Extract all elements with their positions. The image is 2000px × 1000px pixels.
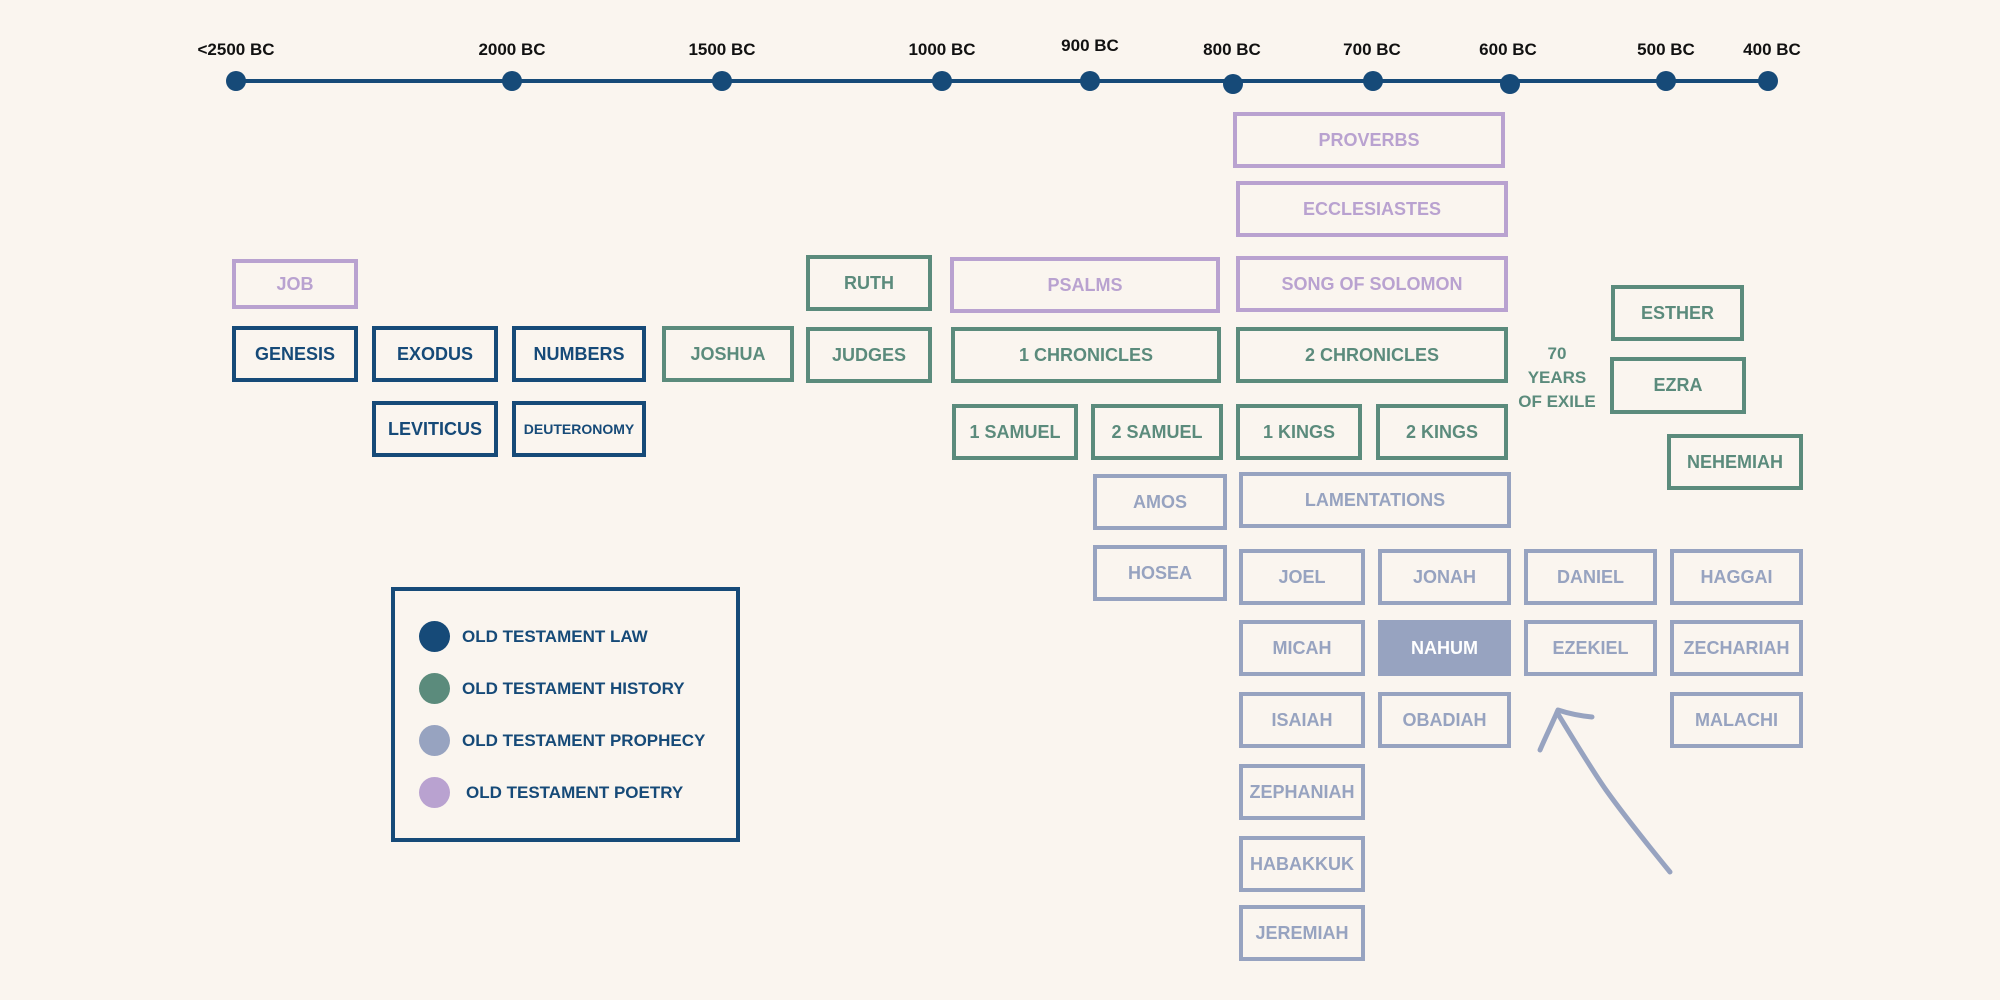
book-1-kings: 1 KINGS bbox=[1236, 404, 1362, 460]
book-deuteronomy: DEUTERONOMY bbox=[512, 401, 646, 457]
legend-history-dot bbox=[419, 673, 450, 704]
book-zechariah: ZECHARIAH bbox=[1670, 620, 1803, 676]
exile-note-line-2: YEARS bbox=[1527, 368, 1587, 387]
book-1-samuel: 1 SAMUEL bbox=[952, 404, 1078, 460]
book-psalms: PSALMS bbox=[950, 257, 1220, 313]
book-habakkuk: HABAKKUK bbox=[1239, 836, 1365, 892]
book-leviticus: LEVITICUS bbox=[372, 401, 498, 457]
book-daniel: DANIEL bbox=[1524, 549, 1657, 605]
exile-note-line-1: 70 bbox=[1547, 344, 1567, 363]
timeline-label-1500bc: 1500 BC bbox=[688, 40, 756, 59]
timeline-dot-2000bc bbox=[502, 71, 522, 91]
legend-law-dot bbox=[419, 621, 450, 652]
book-2-chronicles: 2 CHRONICLES bbox=[1236, 327, 1508, 383]
timeline-label-1000bc: 1000 BC bbox=[908, 40, 976, 59]
timeline-label-600bc: 600 BC bbox=[1479, 40, 1537, 59]
legend-law-label: OLD TESTAMENT LAW bbox=[462, 626, 648, 646]
legend-item-law: OLD TESTAMENT LAW bbox=[419, 621, 648, 652]
exile-note-line-3: OF EXILE bbox=[1518, 392, 1596, 411]
book-lamentations: LAMENTATIONS bbox=[1239, 472, 1511, 528]
timeline-dot-1500bc bbox=[712, 71, 732, 91]
book-proverbs: PROVERBS bbox=[1233, 112, 1505, 168]
book-genesis: GENESIS bbox=[232, 326, 358, 382]
book-jonah: JONAH bbox=[1378, 549, 1511, 605]
book-hosea: HOSEA bbox=[1093, 545, 1227, 601]
book-malachi: MALACHI bbox=[1670, 692, 1803, 748]
timeline-dot-500bc bbox=[1656, 71, 1676, 91]
book-isaiah: ISAIAH bbox=[1239, 692, 1365, 748]
legend-item-prophecy: OLD TESTAMENT PROPHECY bbox=[419, 725, 705, 756]
legend-item-history: OLD TESTAMENT HISTORY bbox=[419, 673, 685, 704]
book-joshua: JOSHUA bbox=[662, 326, 794, 382]
timeline-dot-400bc bbox=[1758, 71, 1778, 91]
timeline-dot-900bc bbox=[1080, 71, 1100, 91]
book-ezekiel: EZEKIEL bbox=[1524, 620, 1657, 676]
timeline-label-500bc: 500 BC bbox=[1637, 40, 1695, 59]
timeline-label-800bc: 800 BC bbox=[1203, 40, 1261, 59]
book-nehemiah: NEHEMIAH bbox=[1667, 434, 1803, 490]
book-obadiah: OBADIAH bbox=[1378, 692, 1511, 748]
book-numbers: NUMBERS bbox=[512, 326, 646, 382]
timeline-label-400bc: 400 BC bbox=[1743, 40, 1801, 59]
book-2-samuel: 2 SAMUEL bbox=[1091, 404, 1223, 460]
timeline-axis-line bbox=[236, 79, 1768, 83]
timeline-label-2500bc: <2500 BC bbox=[197, 40, 275, 59]
legend-history-label: OLD TESTAMENT HISTORY bbox=[462, 678, 685, 698]
book-zephaniah: ZEPHANIAH bbox=[1239, 764, 1365, 820]
book-1-chronicles: 1 CHRONICLES bbox=[951, 327, 1221, 383]
book-2-kings: 2 KINGS bbox=[1376, 404, 1508, 460]
timeline-dot-600bc bbox=[1500, 74, 1520, 94]
book-nahum: NAHUM bbox=[1378, 620, 1511, 676]
legend-item-poetry: OLD TESTAMENT POETRY bbox=[419, 777, 683, 808]
book-judges: JUDGES bbox=[806, 327, 932, 383]
book-jeremiah: JEREMIAH bbox=[1239, 905, 1365, 961]
timeline-dot-800bc bbox=[1223, 74, 1243, 94]
timeline-dot-1000bc bbox=[932, 71, 952, 91]
legend-poetry-label: OLD TESTAMENT POETRY bbox=[466, 782, 684, 802]
exile-note: 70 YEARS OF EXILE bbox=[1500, 342, 1614, 414]
timeline-dot-2500bc bbox=[226, 71, 246, 91]
legend-prophecy-label: OLD TESTAMENT PROPHECY bbox=[462, 730, 706, 750]
book-amos: AMOS bbox=[1093, 474, 1227, 530]
book-micah: MICAH bbox=[1239, 620, 1365, 676]
book-ecclesiastes: ECCLESIASTES bbox=[1236, 181, 1508, 237]
book-haggai: HAGGAI bbox=[1670, 549, 1803, 605]
book-ezra: EZRA bbox=[1610, 357, 1746, 414]
legend: OLD TESTAMENT LAW OLD TESTAMENT HISTORY … bbox=[391, 587, 740, 842]
book-job: JOB bbox=[232, 259, 358, 309]
book-ruth: RUTH bbox=[806, 255, 932, 311]
legend-prophecy-dot bbox=[419, 725, 450, 756]
timeline-label-700bc: 700 BC bbox=[1343, 40, 1401, 59]
timeline-dot-700bc bbox=[1363, 71, 1383, 91]
book-joel: JOEL bbox=[1239, 549, 1365, 605]
book-exodus: EXODUS bbox=[372, 326, 498, 382]
book-esther: ESTHER bbox=[1611, 285, 1744, 341]
legend-poetry-dot bbox=[419, 777, 450, 808]
book-song-of-solomon: SONG OF SOLOMON bbox=[1236, 256, 1508, 312]
hand-drawn-arrow-icon bbox=[1537, 707, 1673, 875]
timeline-label-900bc: 900 BC bbox=[1061, 36, 1119, 55]
timeline-label-2000bc: 2000 BC bbox=[478, 40, 546, 59]
